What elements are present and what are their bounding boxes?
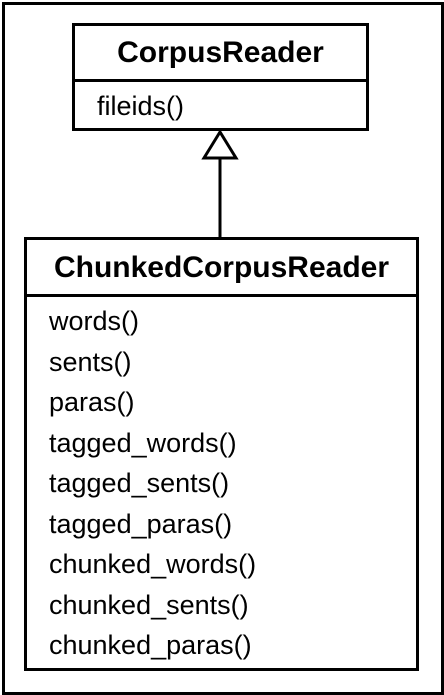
method-chunked-paras: chunked_paras() xyxy=(49,630,252,660)
method-paras: paras() xyxy=(49,387,135,417)
method-chunked-sents: chunked_sents() xyxy=(49,589,249,620)
methods-list-corpusreader: fileids() xyxy=(75,82,366,125)
method-sents: sents() xyxy=(49,346,132,377)
method-tagged-words: tagged_words() xyxy=(49,427,237,458)
inheritance-arrowhead xyxy=(201,129,239,160)
method-fileids: fileids() xyxy=(97,91,185,121)
class-name-corpusreader: CorpusReader xyxy=(75,26,366,82)
class-name-chunkedcorpusreader: ChunkedCorpusReader xyxy=(27,240,416,297)
class-box-corpusreader: CorpusReader fileids() xyxy=(72,23,369,131)
methods-list-chunkedcorpusreader: words() sents() paras() tagged_words() t… xyxy=(27,297,416,666)
method-words: words() xyxy=(49,306,140,336)
method-chunked-words: chunked_words() xyxy=(49,549,257,579)
method-tagged-sents: tagged_sents() xyxy=(49,468,230,498)
class-box-chunkedcorpusreader: ChunkedCorpusReader words() sents() para… xyxy=(24,237,419,671)
method-tagged-paras: tagged_paras() xyxy=(49,508,233,539)
